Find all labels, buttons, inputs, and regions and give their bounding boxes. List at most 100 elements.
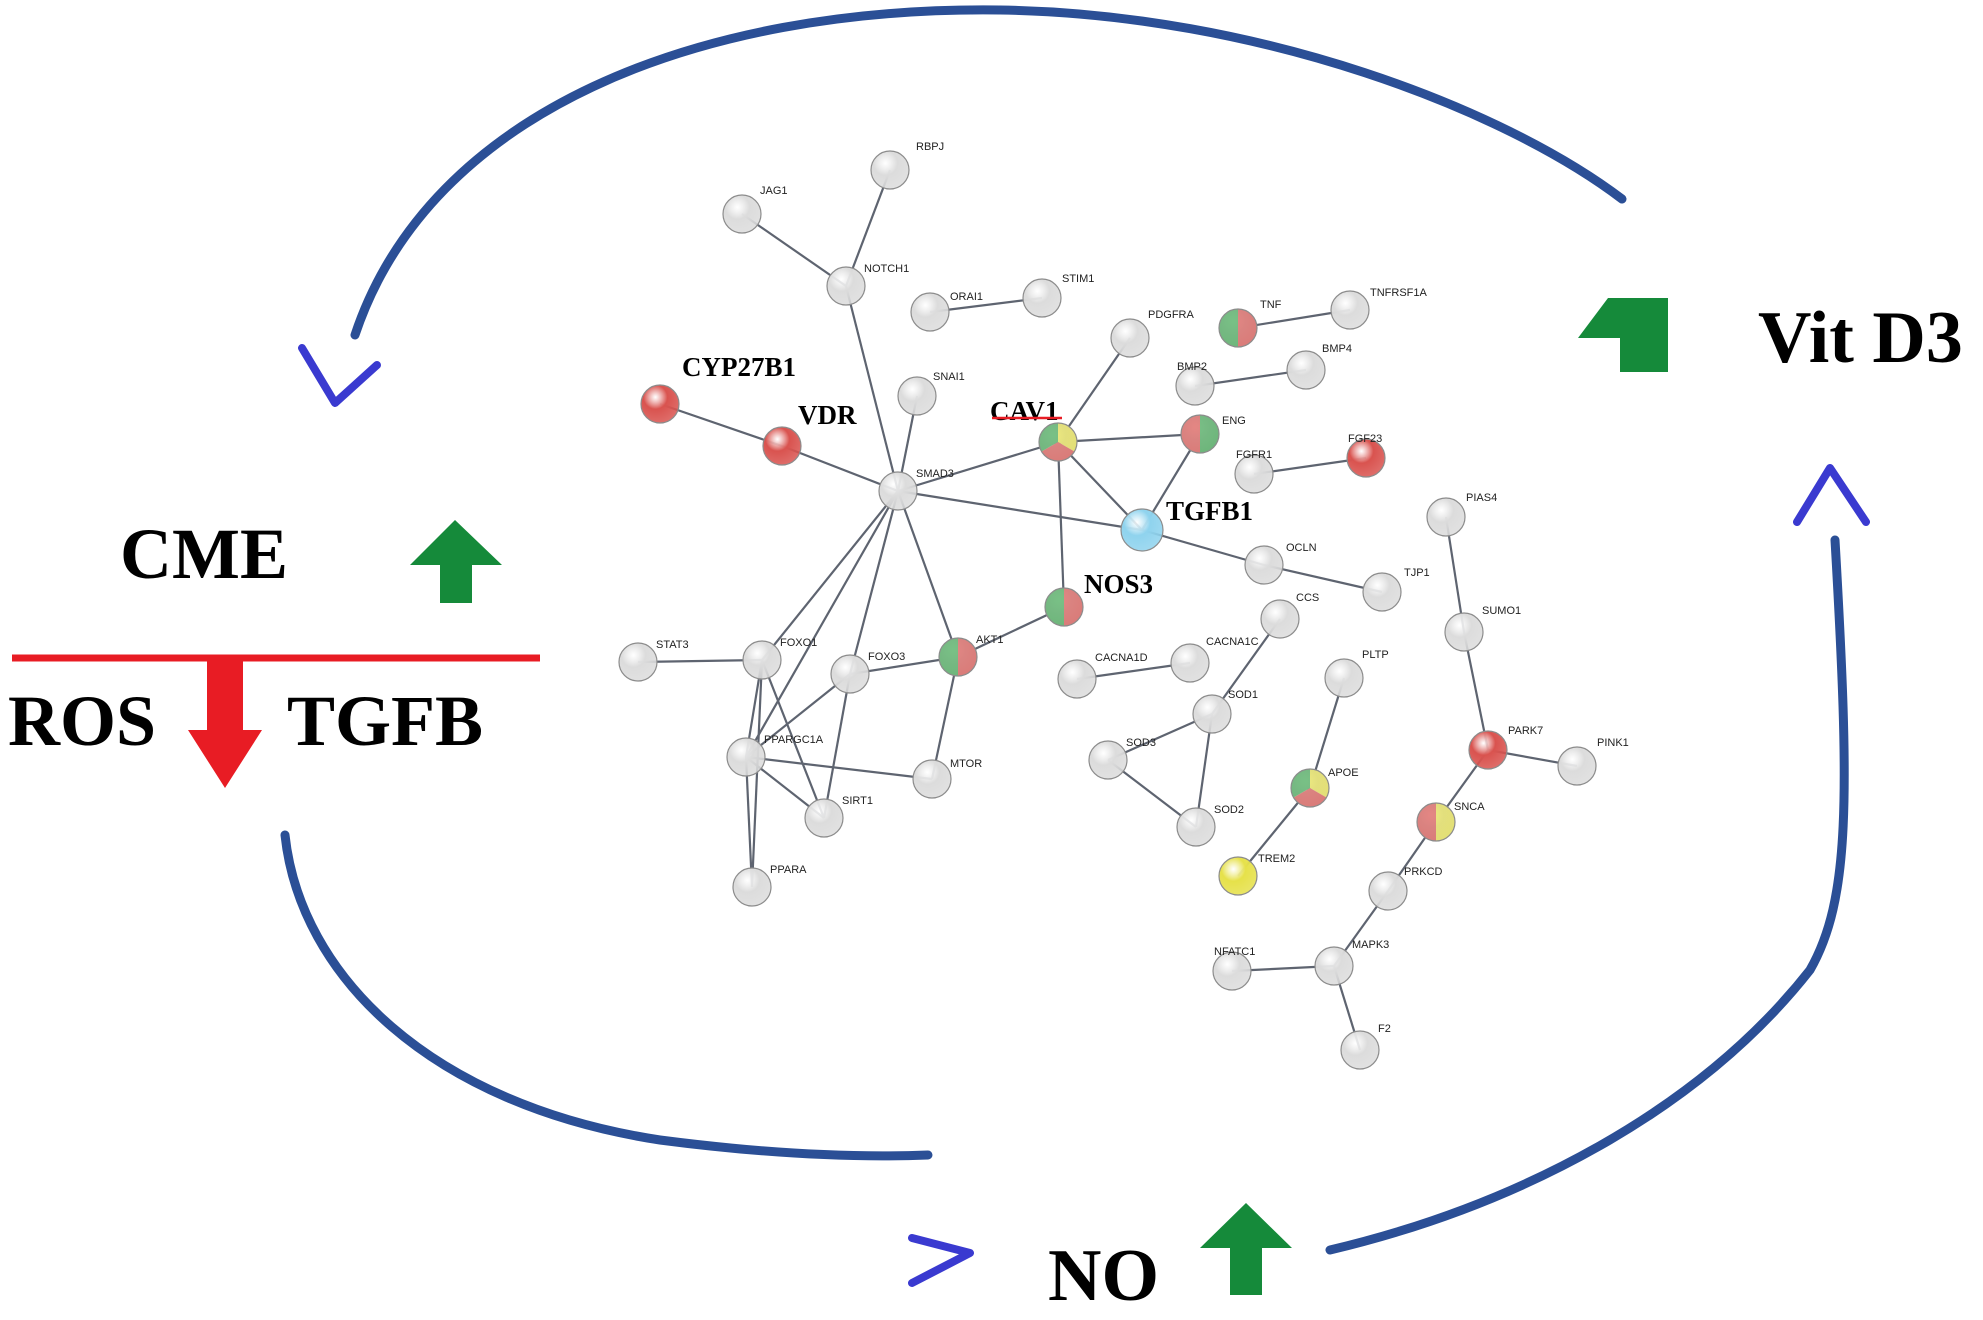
node-sphere (1314, 946, 1354, 986)
node-label-apoe: APOE (1328, 767, 1359, 779)
network-node-cav1: CAV1 (990, 396, 1078, 462)
node-label-notch1: NOTCH1 (864, 263, 909, 275)
network-edge-smad3-akt1 (896, 490, 960, 658)
node-sphere (1362, 572, 1402, 612)
node-sphere (722, 194, 762, 234)
node-label-tnfrsf1a: TNFRSF1A (1370, 287, 1428, 299)
network-node-pink1: PINK1 (1557, 737, 1629, 786)
network-node-jag1: JAG1 (722, 185, 788, 234)
network-node-pltp: PLTP (1324, 649, 1389, 698)
node-label-pdgfra: PDGFRA (1148, 309, 1195, 321)
chevron-icon (298, 344, 381, 407)
node-sphere (1180, 414, 1220, 454)
node-label-ocln: OCLN (1286, 542, 1317, 554)
network-edge-cyp27b1-vdr (659, 402, 783, 448)
network-node-notch1: NOTCH1 (826, 263, 909, 306)
network-edge-cav1-eng (1057, 432, 1201, 444)
node-label-pink1: PINK1 (1597, 737, 1629, 749)
network-node-fgfr1: FGFR1 (1234, 449, 1274, 494)
node-sphere (1346, 438, 1386, 478)
node-label-stim1: STIM1 (1062, 273, 1094, 285)
network-node-smad3: SMAD3 (878, 468, 954, 511)
node-label-cav1: CAV1 (990, 396, 1059, 426)
network-edge-ocln-tjp1 (1263, 563, 1383, 594)
network-node-fgf23: FGF23 (1346, 433, 1386, 478)
network-edge-vdr-smad3 (781, 444, 899, 493)
node-label-mapk3: MAPK3 (1352, 939, 1389, 951)
ros-label: ROS (8, 681, 156, 761)
node-sphere (1330, 290, 1370, 330)
node-label-foxo1: FOXO1 (780, 637, 817, 649)
network-node-rbpj: RBPJ (870, 141, 944, 190)
network-node-snai1: SNAI1 (897, 371, 965, 416)
node-sphere (910, 292, 950, 332)
node-label-jag1: JAG1 (760, 185, 788, 197)
node-label-sirt1: SIRT1 (842, 795, 873, 807)
node-sphere (1234, 454, 1274, 494)
network-node-tgfb1: TGFB1 (1120, 496, 1253, 552)
cycle-arc-bottom-right (1325, 535, 1849, 1255)
node-label-f2: F2 (1378, 1023, 1391, 1035)
node-label-pias4: PIAS4 (1466, 492, 1497, 504)
node-label-eng: ENG (1222, 415, 1246, 427)
network-node-stat3: STAT3 (618, 639, 689, 682)
node-sphere (742, 640, 782, 680)
cycle-arc-top (350, 5, 1627, 340)
node-sphere (618, 642, 658, 682)
network-node-bmp2: BMP2 (1175, 361, 1215, 406)
chevron-icon (1793, 464, 1870, 526)
network-node-snca: SNCA (1416, 801, 1485, 842)
network-edge-stat3-foxo1 (637, 658, 763, 664)
network-node-tnf: TNF (1218, 299, 1282, 348)
node-label-fgfr1: FGFR1 (1236, 449, 1272, 461)
network-node-mtor: MTOR (912, 758, 982, 799)
node-sphere (1170, 643, 1210, 683)
network-edge-foxo3-ppargc1a (745, 673, 851, 758)
node-sphere (1192, 694, 1232, 734)
chevron-icon (908, 1234, 974, 1287)
network-edge-foxo1-ppara (750, 659, 764, 888)
node-label-snai1: SNAI1 (933, 371, 965, 383)
node-label-sod2: SOD2 (1214, 804, 1244, 816)
network-edges (637, 169, 1578, 1051)
node-label-trem2: TREM2 (1258, 853, 1295, 865)
node-label-snca: SNCA (1454, 801, 1485, 813)
node-sphere (1244, 545, 1284, 585)
node-sphere (762, 426, 802, 466)
node-sphere (912, 759, 952, 799)
vit-d3-label: Vit D3 (1758, 297, 1963, 379)
green-up-arrow-icon (1578, 298, 1668, 372)
node-sphere (1416, 802, 1456, 842)
node-label-mtor: MTOR (950, 758, 982, 770)
cycle-arcs (280, 5, 1849, 1255)
node-label-foxo3: FOXO3 (868, 651, 905, 663)
node-label-cacna1d: CACNA1D (1095, 652, 1148, 664)
network-node-foxo1: FOXO1 (742, 637, 817, 680)
network-node-orai1: ORAI1 (910, 291, 983, 332)
node-sphere (1218, 308, 1258, 348)
network-node-apoe: APOE (1290, 767, 1359, 808)
node-label-park7: PARK7 (1508, 725, 1543, 737)
node-sphere (1444, 612, 1484, 652)
node-label-ppargc1a: PPARGC1A (764, 734, 824, 746)
network-node-cacna1d: CACNA1D (1057, 652, 1148, 699)
network-node-pias4: PIAS4 (1426, 492, 1497, 537)
node-sphere (1057, 659, 1097, 699)
cycle-arrowheads (298, 344, 1870, 1287)
network-node-park7: PARK7 (1468, 725, 1543, 770)
node-sphere (938, 637, 978, 677)
green-up-arrow-icon (1200, 1203, 1292, 1295)
node-sphere (1212, 951, 1252, 991)
network-node-sod2: SOD2 (1176, 804, 1244, 847)
network-edge-jag1-notch1 (741, 213, 847, 287)
node-label-bmp4: BMP4 (1322, 343, 1352, 355)
network-node-foxo3: FOXO3 (830, 651, 905, 694)
node-sphere (870, 150, 910, 190)
node-sphere (1218, 856, 1258, 896)
node-label-akt1: AKT1 (976, 634, 1004, 646)
network-node-ppargc1a: PPARGC1A (726, 734, 824, 777)
node-label-nos3: NOS3 (1084, 569, 1153, 599)
network-node-sumo1: SUMO1 (1444, 605, 1521, 652)
node-label-fgf23: FGF23 (1348, 433, 1382, 445)
network-edge-cav1-pdgfra (1057, 337, 1131, 443)
